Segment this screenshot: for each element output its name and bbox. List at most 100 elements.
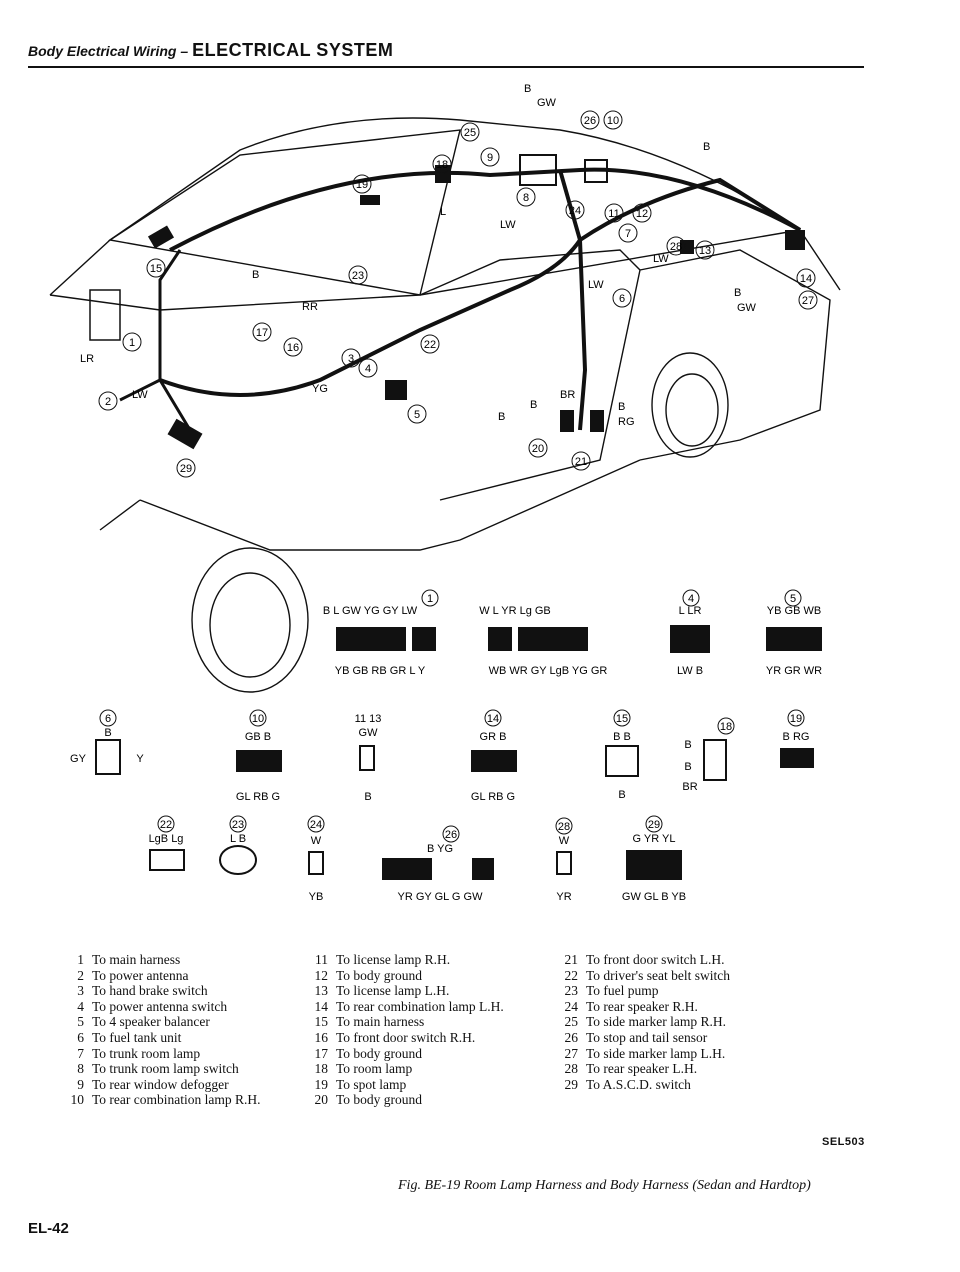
legend-number: 24 <box>564 998 579 1014</box>
svg-text:B L GW YG GY LW: B L GW YG GY LW <box>323 605 418 617</box>
legend-text: To front door switch R.H. <box>336 1029 476 1045</box>
callout-11: 11 <box>604 203 624 223</box>
legend-number: 8 <box>77 1061 84 1077</box>
connector-19: 19 B RG <box>780 709 814 768</box>
legend-item: 21 To front door switch L.H. <box>556 952 730 968</box>
legend-number: 20 <box>314 1092 329 1108</box>
svg-text:13: 13 <box>699 245 711 257</box>
callout-25: 25 <box>460 122 480 142</box>
svg-text:B: B <box>684 761 691 773</box>
svg-text:15: 15 <box>150 263 162 275</box>
car-roof-outline <box>109 117 841 291</box>
svg-text:GL RB G: GL RB G <box>236 791 280 803</box>
svg-text:1: 1 <box>427 593 433 605</box>
svg-text:B RG: B RG <box>783 731 810 743</box>
svg-text:22: 22 <box>424 339 436 351</box>
legend-text: To driver's seat belt switch <box>586 967 730 983</box>
svg-text:4: 4 <box>688 593 694 605</box>
legend-number: 21 <box>564 952 579 967</box>
svg-text:9: 9 <box>487 152 493 164</box>
svg-text:25: 25 <box>464 127 476 139</box>
svg-text:LW: LW <box>653 253 669 265</box>
legend-text: To power antenna switch <box>92 998 228 1014</box>
legend-text: To rear combination lamp L.H. <box>336 998 504 1014</box>
connector-11-13: 11 13 GW B <box>355 713 382 803</box>
svg-text:6: 6 <box>619 293 625 305</box>
connector-24: 24 W YB <box>307 815 325 903</box>
harness-front <box>119 249 192 431</box>
svg-text:L: L <box>440 206 446 218</box>
legend-text: To spot lamp <box>336 1076 407 1092</box>
legend-text: To fuel tank unit <box>92 1029 182 1045</box>
legend-text: To trunk room lamp <box>92 1045 201 1061</box>
legend-text: To A.S.C.D. switch <box>586 1076 691 1092</box>
svg-text:3: 3 <box>348 353 354 365</box>
svg-text:5: 5 <box>790 593 796 605</box>
legend-text: To license lamp L.H. <box>336 983 450 999</box>
svg-text:LW B: LW B <box>677 665 703 677</box>
legend-number: 28 <box>564 1061 579 1077</box>
svg-text:27: 27 <box>802 295 814 307</box>
svg-text:11: 11 <box>608 208 619 220</box>
svg-text:B: B <box>618 789 625 801</box>
svg-text:B: B <box>252 269 259 281</box>
legend-number: 25 <box>564 1014 579 1030</box>
connector-26: 26 B YG YR GY GL G GW <box>382 825 494 903</box>
svg-text:B: B <box>364 791 371 803</box>
svg-text:B: B <box>734 287 741 299</box>
legend-number: 26 <box>564 1029 579 1045</box>
callout-28: 28 <box>666 236 686 256</box>
legend-text: To side marker lamp R.H. <box>586 1014 727 1030</box>
svg-text:B YG: B YG <box>427 843 453 855</box>
door-line <box>419 249 641 501</box>
callout-15: 15 <box>146 258 166 278</box>
legend-text: To body ground <box>336 1045 423 1061</box>
legend-number: 1 <box>77 952 84 967</box>
legend-number: 2 <box>77 967 84 983</box>
connector-6: 6 B GY Y <box>70 709 144 775</box>
svg-text:24: 24 <box>310 819 322 831</box>
svg-text:28: 28 <box>670 241 682 253</box>
svg-text:26: 26 <box>445 829 457 841</box>
legend-text: To front door switch L.H. <box>586 952 725 967</box>
svg-text:G YR YL: G YR YL <box>632 833 675 845</box>
svg-text:29: 29 <box>180 463 192 475</box>
callout-16: 16 <box>283 337 303 357</box>
connector-1b: W L YR Lg GB WB WR GY LgB YG GR <box>479 605 607 677</box>
legend-item: 1 To main harness <box>62 952 261 968</box>
svg-text:22: 22 <box>160 819 172 831</box>
svg-text:21: 21 <box>575 456 587 468</box>
svg-text:B: B <box>104 727 111 739</box>
svg-text:17: 17 <box>256 327 268 339</box>
connector-5: 5 YB GB WB YR GR WR <box>766 589 822 677</box>
legend-number: 17 <box>314 1045 329 1061</box>
svg-text:GB B: GB B <box>245 731 271 743</box>
svg-text:YB GB RB GR L Y: YB GB RB GR L Y <box>335 665 426 677</box>
svg-text:RR: RR <box>302 301 318 313</box>
legend-text: To main harness <box>92 952 181 967</box>
connector-29: 29 G YR YL GW GL B YB <box>622 815 686 903</box>
legend-item: 17 To body ground <box>306 1046 504 1062</box>
legend-number: 18 <box>314 1061 329 1077</box>
legend-number: 10 <box>70 1092 85 1108</box>
connector-shape <box>89 289 121 341</box>
callout-23: 23 <box>348 265 368 285</box>
front-wheel-arch <box>191 547 309 693</box>
svg-text:2: 2 <box>105 396 111 408</box>
callout-24: 24 <box>565 200 585 220</box>
svg-text:19: 19 <box>790 713 802 725</box>
harness-roof <box>169 167 801 252</box>
callout-12: 12 <box>632 203 652 223</box>
svg-text:RG: RG <box>618 416 635 428</box>
